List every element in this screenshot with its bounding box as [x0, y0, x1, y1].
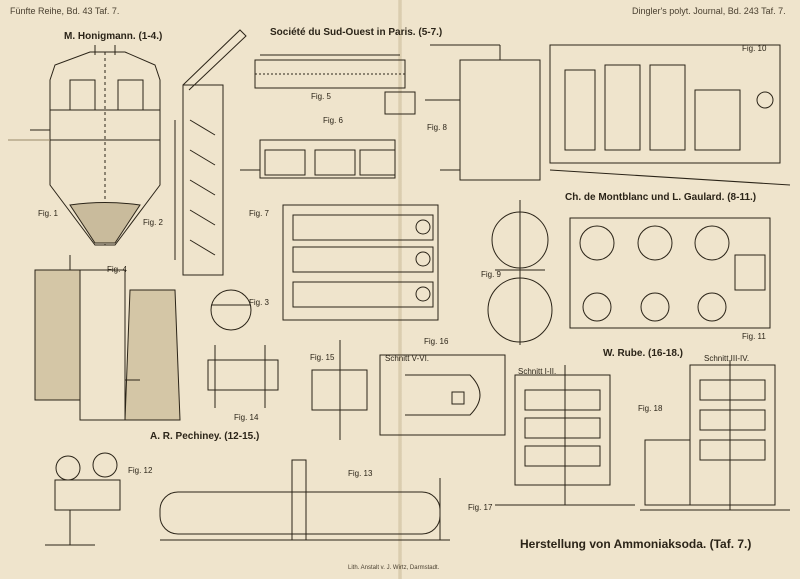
- fig-label-9: Fig. 9: [481, 270, 502, 279]
- fig-label-1: Fig. 1: [38, 209, 59, 218]
- title-pechiney: A. R. Pechiney. (12-15.): [150, 431, 260, 442]
- title-rube: W. Rube. (16-18.): [603, 348, 684, 359]
- fig16-drawing: [379, 354, 506, 436]
- fig5-drawing: [254, 54, 416, 115]
- fig7-drawing: [282, 204, 439, 321]
- fig2-drawing: [174, 29, 247, 276]
- fig-label-12: Fig. 12: [128, 466, 153, 475]
- fig-label-2: Fig. 2: [143, 218, 164, 227]
- fig9-drawing: [487, 200, 553, 345]
- title-honigmann: M. Honigmann. (1-4.): [64, 31, 163, 42]
- fig-label-13: Fig. 13: [348, 469, 373, 478]
- header-left: Fünfte Reihe, Bd. 43 Taf. 7.: [10, 6, 120, 16]
- fig4-drawing: [34, 255, 181, 421]
- fig-label-3: Fig. 3: [249, 298, 270, 307]
- fig-label-6: Fig. 6: [323, 116, 344, 125]
- footer-imprint: Lith. Anstalt v. J. Wirtz, Darmstadt.: [348, 565, 440, 571]
- fig-label-15: Fig. 15: [310, 353, 335, 362]
- fig-label-10: Fig. 10: [742, 44, 767, 53]
- fig12-drawing: [45, 452, 121, 546]
- fig14-drawing: [207, 345, 279, 408]
- fig11-drawing: [569, 217, 771, 329]
- fig17-drawing: [495, 365, 635, 506]
- header-right: Dingler's polyt. Journal, Bd. 243 Taf. 7…: [632, 6, 786, 16]
- fig18-drawing: [640, 360, 790, 511]
- page-fold: [398, 0, 402, 579]
- fig-label-16: Fig. 16: [424, 337, 449, 346]
- fig-label-17: Fig. 17: [468, 503, 493, 512]
- fig6-drawing: [240, 139, 396, 179]
- fig10-drawing: [549, 44, 791, 186]
- title-sud-ouest: Société du Sud-Ouest in Paris. (5-7.): [270, 27, 443, 38]
- fig15-drawing: [311, 340, 368, 440]
- fig-label-18: Fig. 18: [638, 404, 663, 413]
- fig8-drawing: [425, 44, 541, 181]
- fig-label-8: Fig. 8: [427, 123, 448, 132]
- section-iii-iv: Schnitt III-IV.: [704, 354, 750, 363]
- fig1-drawing: [8, 45, 161, 246]
- section-v-vi: Schnitt V-VI.: [385, 354, 430, 363]
- title-montblanc: Ch. de Montblanc und L. Gaulard. (8-11.): [565, 192, 757, 203]
- fig-label-11: Fig. 11: [742, 332, 766, 341]
- fig-label-7: Fig. 7: [249, 209, 270, 218]
- fig13-drawing: [159, 459, 450, 541]
- fig3-drawing: [210, 289, 252, 331]
- section-i-ii: Schnitt I-II.: [518, 367, 557, 376]
- fig-label-14: Fig. 14: [234, 413, 259, 422]
- fig-label-4: Fig. 4: [107, 265, 128, 274]
- title-herstellung: Herstellung von Ammoniaksoda. (Taf. 7.): [520, 537, 752, 551]
- fig-label-5: Fig. 5: [311, 92, 332, 101]
